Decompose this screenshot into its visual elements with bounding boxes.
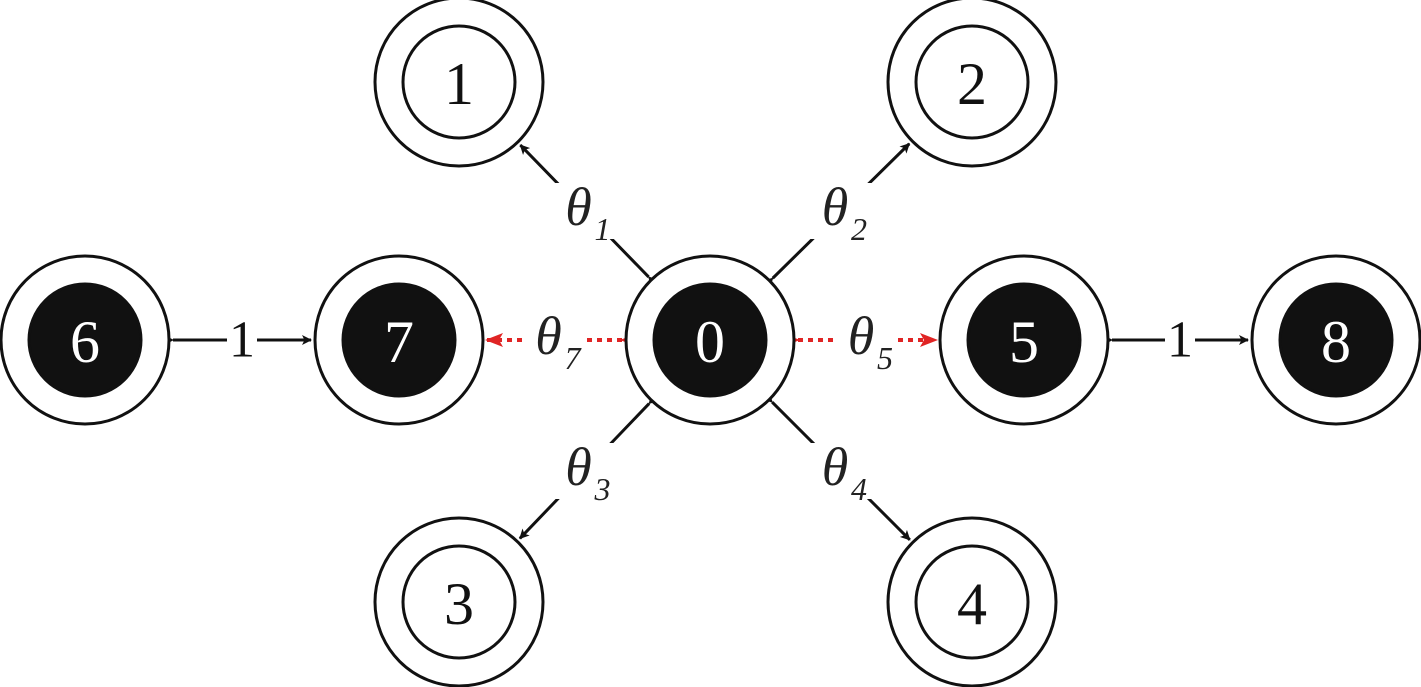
node-1: 1	[373, 0, 545, 168]
node-6: 6	[0, 254, 171, 426]
node-inner-circle	[914, 24, 1030, 140]
node-inner-circle	[401, 544, 517, 660]
edge-6-7: 1	[164, 312, 312, 369]
edge-theta-subscript: 4	[851, 471, 867, 507]
edge-theta-subscript: 7	[565, 340, 583, 376]
edge-label-background	[810, 443, 872, 499]
node-label: 1	[444, 51, 474, 117]
node-inner-circle	[652, 282, 768, 398]
edge-label-background	[1165, 317, 1195, 363]
node-inner-circle	[341, 282, 457, 398]
node-label: 5	[1009, 309, 1039, 375]
edge-label-background	[836, 312, 898, 368]
edge-theta-label: θ	[535, 306, 562, 366]
edge-label-background	[553, 183, 616, 239]
edge-theta-subscript: 5	[877, 340, 893, 376]
node-inner-circle	[1278, 282, 1394, 398]
edge-weight-label: 1	[229, 312, 255, 369]
node-label: 6	[70, 309, 100, 375]
edge-weight-label: 1	[1167, 312, 1193, 369]
node-label: 8	[1321, 309, 1351, 375]
node-7: 7	[313, 254, 485, 426]
edge-theta-subscript: 3	[594, 471, 611, 507]
node-8: 8	[1250, 254, 1421, 426]
node-inner-circle	[27, 282, 143, 398]
edge-theta-subscript: 1	[595, 211, 611, 247]
edge-theta-label: θ	[822, 437, 849, 497]
node-label: 2	[957, 51, 987, 117]
edge-label-background	[227, 317, 257, 363]
edge-label-background	[523, 312, 586, 368]
edge-label-background	[810, 183, 872, 239]
node-0: 0	[624, 254, 796, 426]
node-label: 3	[444, 571, 474, 637]
edge-theta-subscript: 2	[851, 211, 867, 247]
node-2: 2	[886, 0, 1058, 168]
edge-label-background	[553, 443, 616, 499]
edge-5-8: 1	[1103, 312, 1249, 369]
node-label: 4	[957, 571, 987, 637]
node-label: 7	[384, 309, 414, 375]
node-inner-circle	[914, 544, 1030, 660]
node-inner-circle	[966, 282, 1082, 398]
edge-theta-label: θ	[848, 306, 875, 366]
edge-theta-label: θ	[822, 177, 849, 237]
node-4: 4	[886, 516, 1058, 687]
node-3: 3	[373, 516, 545, 687]
edge-theta-label: θ	[565, 437, 592, 497]
edge-theta-label: θ	[565, 177, 592, 237]
node-5: 5	[938, 254, 1110, 426]
node-label: 0	[695, 309, 725, 375]
node-inner-circle	[401, 24, 517, 140]
